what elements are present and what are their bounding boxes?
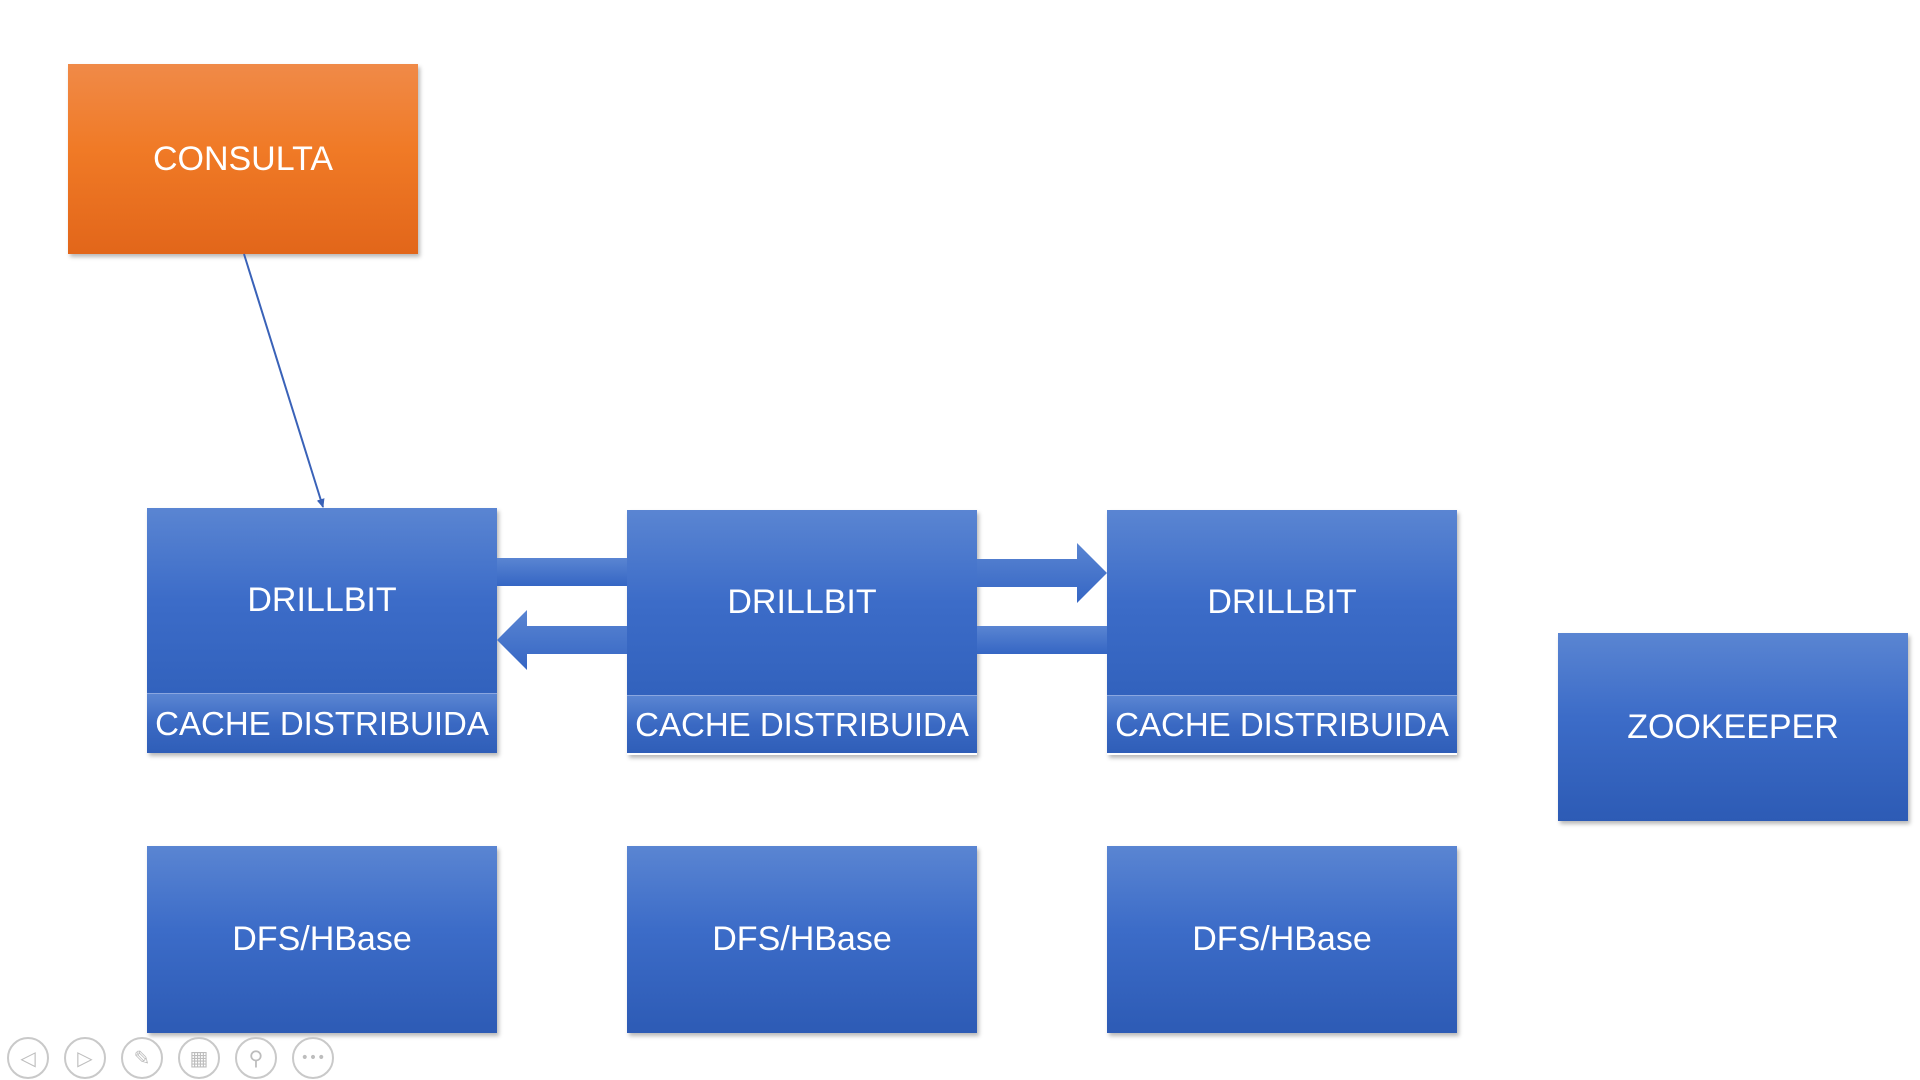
cache-label-2: CACHE DISTRIBUIDA (635, 705, 969, 743)
arrow-2-to-3 (977, 543, 1107, 603)
consulta-box: CONSULTA (68, 64, 418, 254)
drillbit-label-1: DRILLBIT (247, 581, 397, 619)
storage-box-1: DFS/HBase (147, 846, 497, 1033)
drillbit-node-3: DRILLBIT CACHE DISTRIBUIDA (1107, 510, 1457, 755)
previous-icon[interactable]: ◁ (7, 1037, 49, 1079)
next-icon[interactable]: ▷ (64, 1037, 106, 1079)
pen-icon[interactable]: ✎ (121, 1037, 163, 1079)
drillbit-label-2: DRILLBIT (727, 583, 877, 621)
drillbit-box-3: DRILLBIT (1107, 510, 1457, 695)
storage-label-2: DFS/HBase (712, 920, 892, 958)
arrow-2-to-1 (497, 610, 627, 670)
consulta-label: CONSULTA (152, 139, 334, 178)
zookeeper-box: ZOOKEEPER (1558, 633, 1908, 821)
drillbit-node-2: DRILLBIT CACHE DISTRIBUIDA (627, 510, 977, 755)
cache-box-3: CACHE DISTRIBUIDA (1107, 695, 1457, 753)
cache-label-1: CACHE DISTRIBUIDA (155, 704, 489, 742)
zoom-icon[interactable]: ⚲ (235, 1037, 277, 1079)
storage-box-2: DFS/HBase (627, 846, 977, 1033)
cache-box-2: CACHE DISTRIBUIDA (627, 695, 977, 753)
cache-box-1: CACHE DISTRIBUIDA (147, 693, 497, 753)
drillbit-box-2: DRILLBIT (627, 510, 977, 695)
connector-bar-3-2 (977, 626, 1107, 654)
cache-label-3: CACHE DISTRIBUIDA (1115, 705, 1449, 743)
drillbit-node-1: DRILLBIT CACHE DISTRIBUIDA (147, 508, 497, 753)
drillbit-label-3: DRILLBIT (1207, 583, 1357, 621)
query-arrow (243, 253, 325, 508)
zookeeper-label: ZOOKEEPER (1627, 707, 1839, 746)
slides-grid-icon[interactable]: ▦ (178, 1037, 220, 1079)
storage-label-3: DFS/HBase (1192, 920, 1372, 958)
storage-box-3: DFS/HBase (1107, 846, 1457, 1033)
connector-bar-1-2 (497, 558, 627, 586)
more-icon[interactable]: ••• (292, 1037, 334, 1079)
storage-label-1: DFS/HBase (232, 920, 412, 958)
drillbit-box-1: DRILLBIT (147, 508, 497, 693)
